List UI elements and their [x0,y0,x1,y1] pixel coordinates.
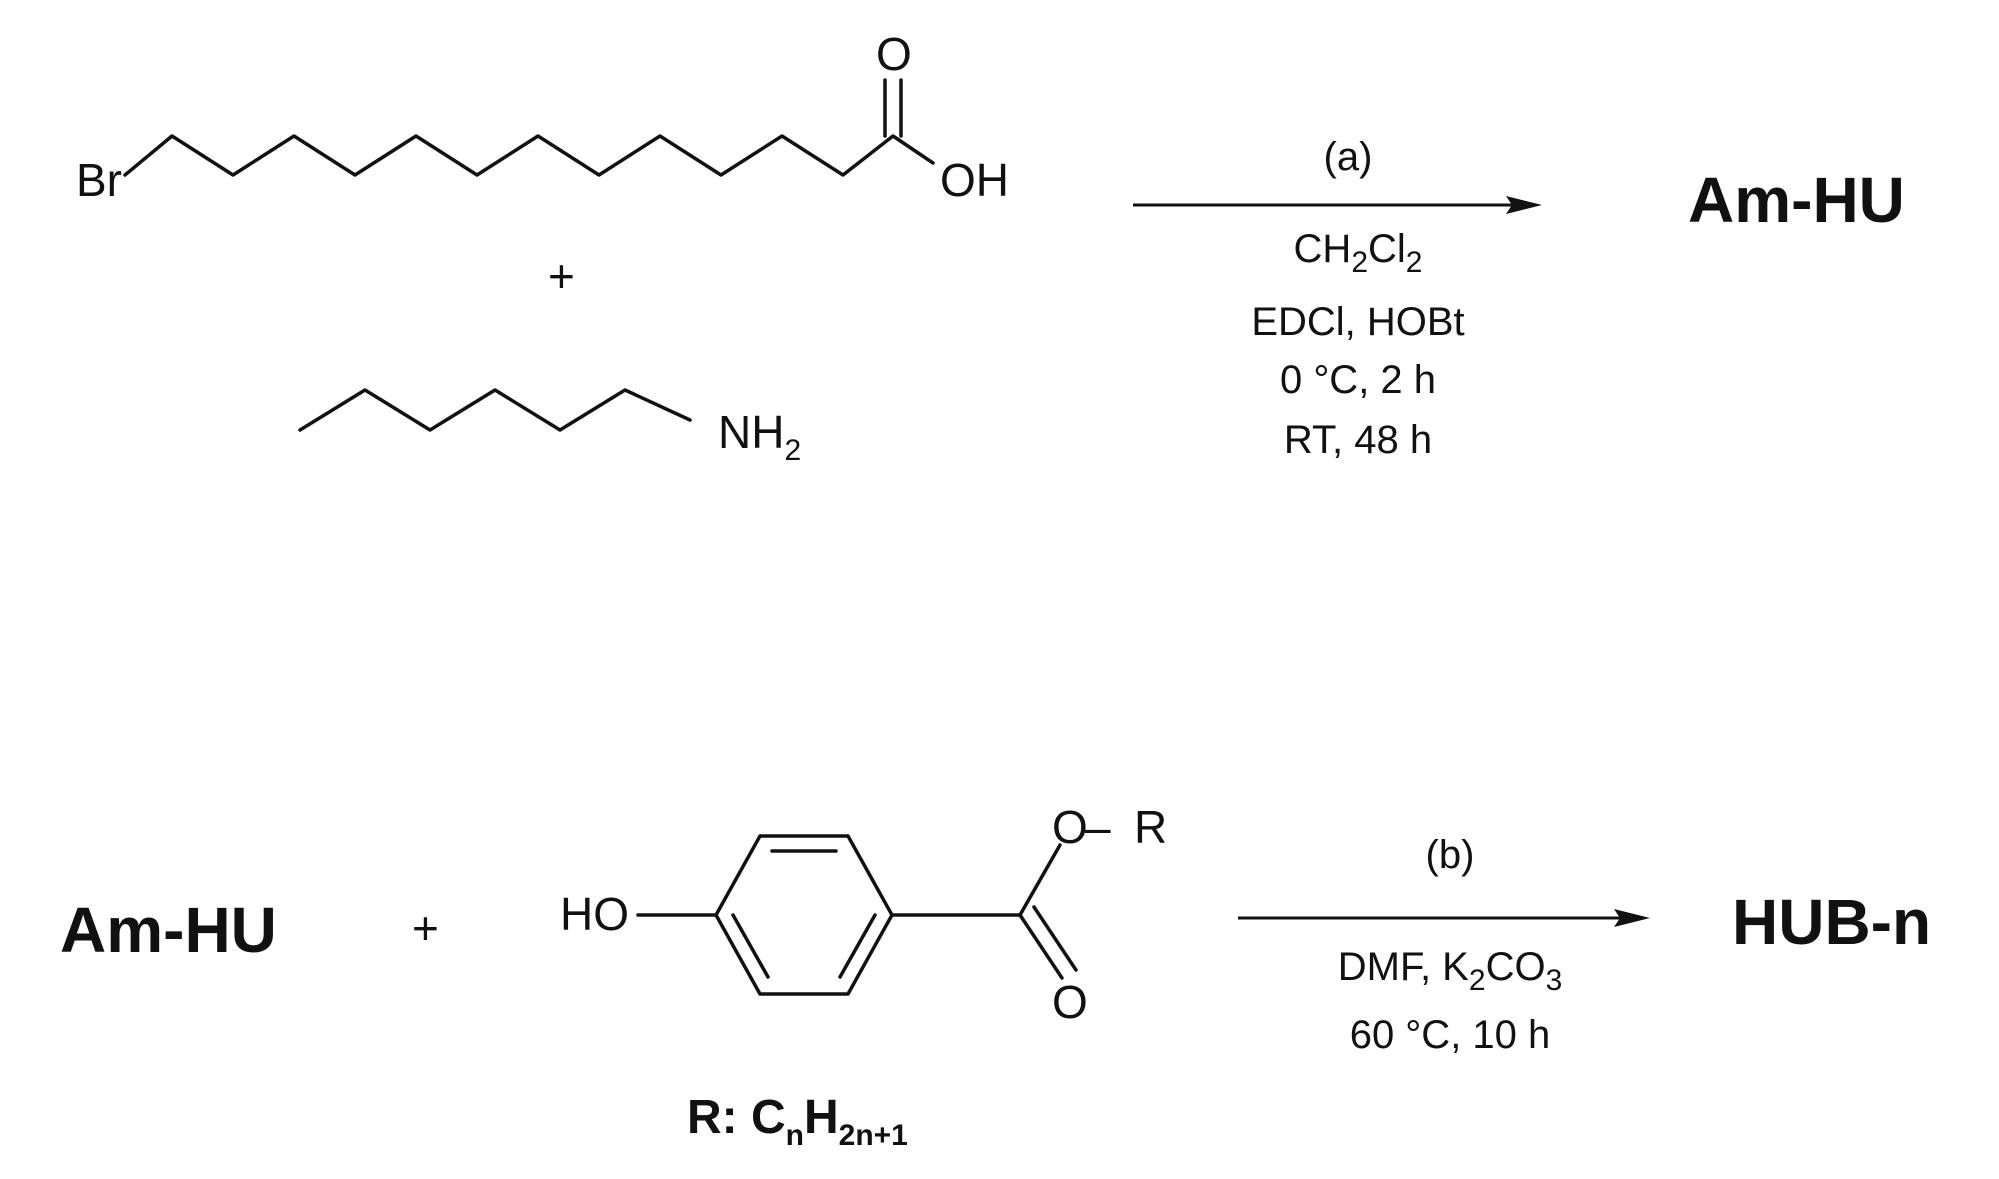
condition-1-label-a: 0 °C, 2 h [1280,358,1436,402]
carbonyl-double-bond-b2 [1032,905,1078,972]
ring-double-bond-left [731,913,770,979]
ester-bond-dash: – [1085,801,1111,853]
reactant-am-hu-label: Am-HU [60,894,277,966]
alkyl-chain-bonds [123,134,935,177]
reaction-arrow-a [1133,196,1542,214]
product-label-a: Am-HU [1688,164,1905,236]
solvent-cl: Cl [1368,227,1406,271]
phenol-ho-label: HO [560,888,629,940]
condition-2-label-b: 60 °C, 10 h [1350,1013,1551,1057]
ester-oxygen-label: O [1052,801,1088,853]
r-def-prefix: R: C [687,1091,786,1144]
r-def-h: H [804,1091,839,1144]
r-def-sub: 2n+1 [839,1119,908,1152]
amine-nh-text: NH [718,406,784,458]
amine-label: NH2 [718,406,801,467]
arrow-b-head [1614,909,1650,927]
hydroxyl-label: OH [940,154,1009,206]
conditions-dmf-k: DMF, K [1338,945,1469,989]
carbonyl-double-bond-b1 [1018,913,1064,980]
conditions-sub-2: 3 [1546,964,1563,997]
hexylamine-structure: NH2 [298,388,801,467]
step-label-a: (a) [1324,135,1373,179]
amine-subscript: 2 [784,434,801,467]
condition-2-label-a: RT, 48 h [1284,418,1432,462]
bromoundecanoic-acid-structure: Br O OH [76,28,1009,206]
r-group-definition: R: CnH2n+1 [687,1091,908,1152]
product-label-b: HUB-n [1732,886,1931,958]
solvent-ch: CH [1294,227,1352,271]
benzene-ring [714,834,894,996]
carbonyl-oxygen-label-b: O [1052,976,1088,1028]
solvent-label-a: CH2Cl2 [1294,227,1423,279]
plus-sign-b: + [412,902,439,954]
hexyl-chain-bonds [298,388,692,432]
carbonyl-oxygen-label: O [876,28,912,80]
conditions-co: CO [1486,945,1546,989]
solvent-sub-2: 2 [1406,246,1423,279]
conditions-label-b: DMF, K2CO3 [1338,945,1563,997]
plus-sign-a: + [548,250,575,302]
reaction-arrow-b [1238,909,1650,927]
step-label-b: (b) [1426,833,1475,877]
arrow-a-head [1506,196,1542,214]
ring-double-bond-right [838,913,877,979]
conditions-sub-1: 2 [1469,964,1486,997]
r-def-n: n [786,1119,804,1152]
r-group-label: R [1134,801,1167,853]
reagents-label-a: EDCl, HOBt [1251,300,1464,344]
solvent-sub-1: 2 [1351,246,1368,279]
bromine-atom-label: Br [76,154,122,206]
hydroxybenzoate-structure: HO O – R O [560,801,1167,1028]
carbonyl-ester-o-bond [1018,843,1062,917]
